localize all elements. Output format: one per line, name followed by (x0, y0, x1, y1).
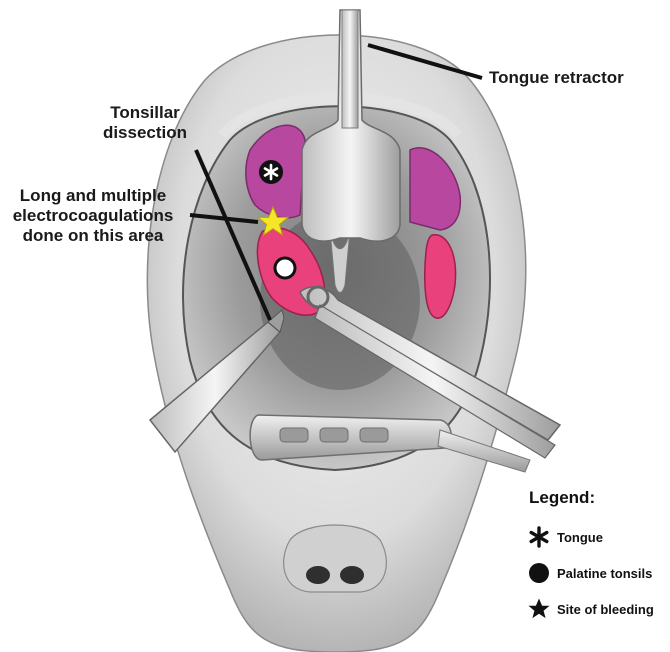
nose (284, 525, 387, 592)
legend-label-site-of-bleeding: Site of bleeding (557, 602, 654, 617)
label-electro-line2: electrocoagulations (0, 206, 186, 226)
legend-label-palatine-tonsils: Palatine tonsils (557, 566, 652, 581)
label-tonsillar-dissection: Tonsillar dissection (90, 103, 200, 143)
mouth-gag-slot-2 (320, 428, 348, 442)
star-icon (528, 598, 550, 620)
tongue-marker (259, 160, 283, 184)
label-tongue-retractor: Tongue retractor (489, 68, 624, 88)
circle-icon (528, 562, 550, 584)
retractor-shaft (342, 10, 358, 128)
asterisk-icon (528, 526, 550, 548)
legend-item-site-of-bleeding: Site of bleeding (528, 598, 654, 620)
nostril-right (340, 566, 364, 584)
nostril-left (306, 566, 330, 584)
legend-label-tongue: Tongue (557, 530, 603, 545)
mouth-gag-slot-1 (280, 428, 308, 442)
label-tonsillar-line2: dissection (90, 123, 200, 143)
legend-title: Legend: (529, 488, 595, 508)
tonsil-marker (275, 258, 295, 278)
label-electro-line1: Long and multiple (0, 186, 186, 206)
label-electrocoagulations: Long and multiple electrocoagulations do… (0, 186, 186, 246)
mouth-gag-slot-3 (360, 428, 388, 442)
label-electro-line3: done on this area (0, 226, 186, 246)
legend-item-tongue: Tongue (528, 526, 603, 548)
legend-item-palatine-tonsils: Palatine tonsils (528, 562, 652, 584)
label-tonsillar-line1: Tonsillar (90, 103, 200, 123)
